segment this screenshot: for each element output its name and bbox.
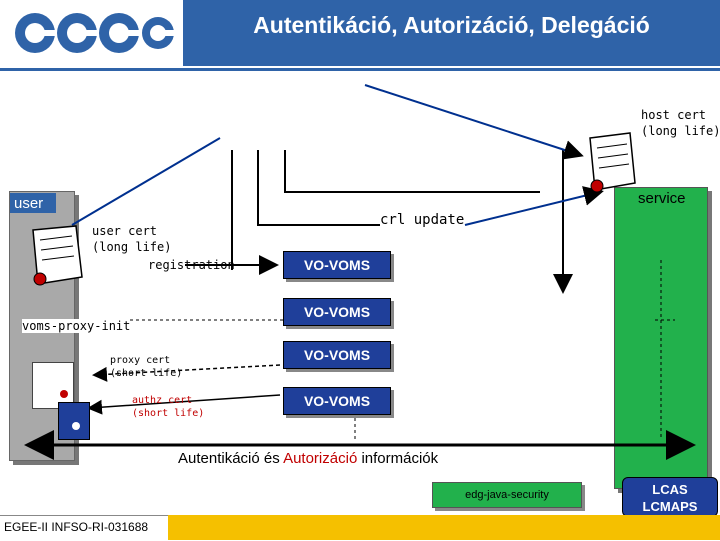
auth-info-label: Autentikáció és Autorizáció információk <box>178 450 438 467</box>
lcmaps-label: LCMAPS <box>642 499 698 514</box>
authz-cert-seal-icon <box>72 422 80 430</box>
voms-box-4: VO-VOMS <box>283 387 391 415</box>
proxy-cert-label-2: (short life) <box>110 368 183 379</box>
host-cert-label-1: host cert <box>641 108 707 122</box>
service-label: service <box>638 190 686 207</box>
user-certificate-icon <box>32 225 83 286</box>
user-cert-label-1: user cert <box>92 224 158 238</box>
footer-text: EGEE-II INFSO-RI-031688 <box>4 520 149 534</box>
footer-left <box>0 515 168 541</box>
crl-update-label: crl update <box>380 212 465 228</box>
edg-java-security-box: edg-java-security <box>432 482 582 508</box>
authz-cert-label-2: (short life) <box>132 408 205 419</box>
proxy-cert-label-1: proxy cert <box>110 355 171 366</box>
authz-cert-label-1: authz cert <box>132 395 193 406</box>
host-cert-label-2: (long life) <box>641 124 720 138</box>
info-part-2: Autorizáció <box>283 450 358 467</box>
lcas-lcmaps-box: LCAS LCMAPS <box>622 477 718 517</box>
voms-proxy-init-label: voms-proxy-init <box>22 319 131 333</box>
title-bar <box>183 0 720 66</box>
proxy-cert-seal-icon <box>60 390 68 398</box>
user-cert-label-2: (long life) <box>92 240 172 254</box>
egee-logo <box>10 8 175 63</box>
info-part-3: információk <box>357 450 439 467</box>
host-certificate-icon <box>589 132 636 193</box>
proxy-cert-doc <box>32 362 74 409</box>
voms-box-3: VO-VOMS <box>283 341 391 369</box>
header-divider <box>0 68 720 71</box>
registration-label: registration <box>148 258 235 272</box>
authz-cert-doc <box>58 402 90 440</box>
info-part-1: Autentikáció és <box>178 450 284 467</box>
page-title: Autentikáció, Autorizáció, Delegáció <box>253 12 650 38</box>
voms-box-1: VO-VOMS <box>283 251 391 279</box>
user-tab <box>10 193 56 213</box>
lcas-label: LCAS <box>652 482 688 497</box>
voms-box-2: VO-VOMS <box>283 298 391 326</box>
user-label: user <box>14 195 44 212</box>
footer-bar <box>168 515 720 540</box>
